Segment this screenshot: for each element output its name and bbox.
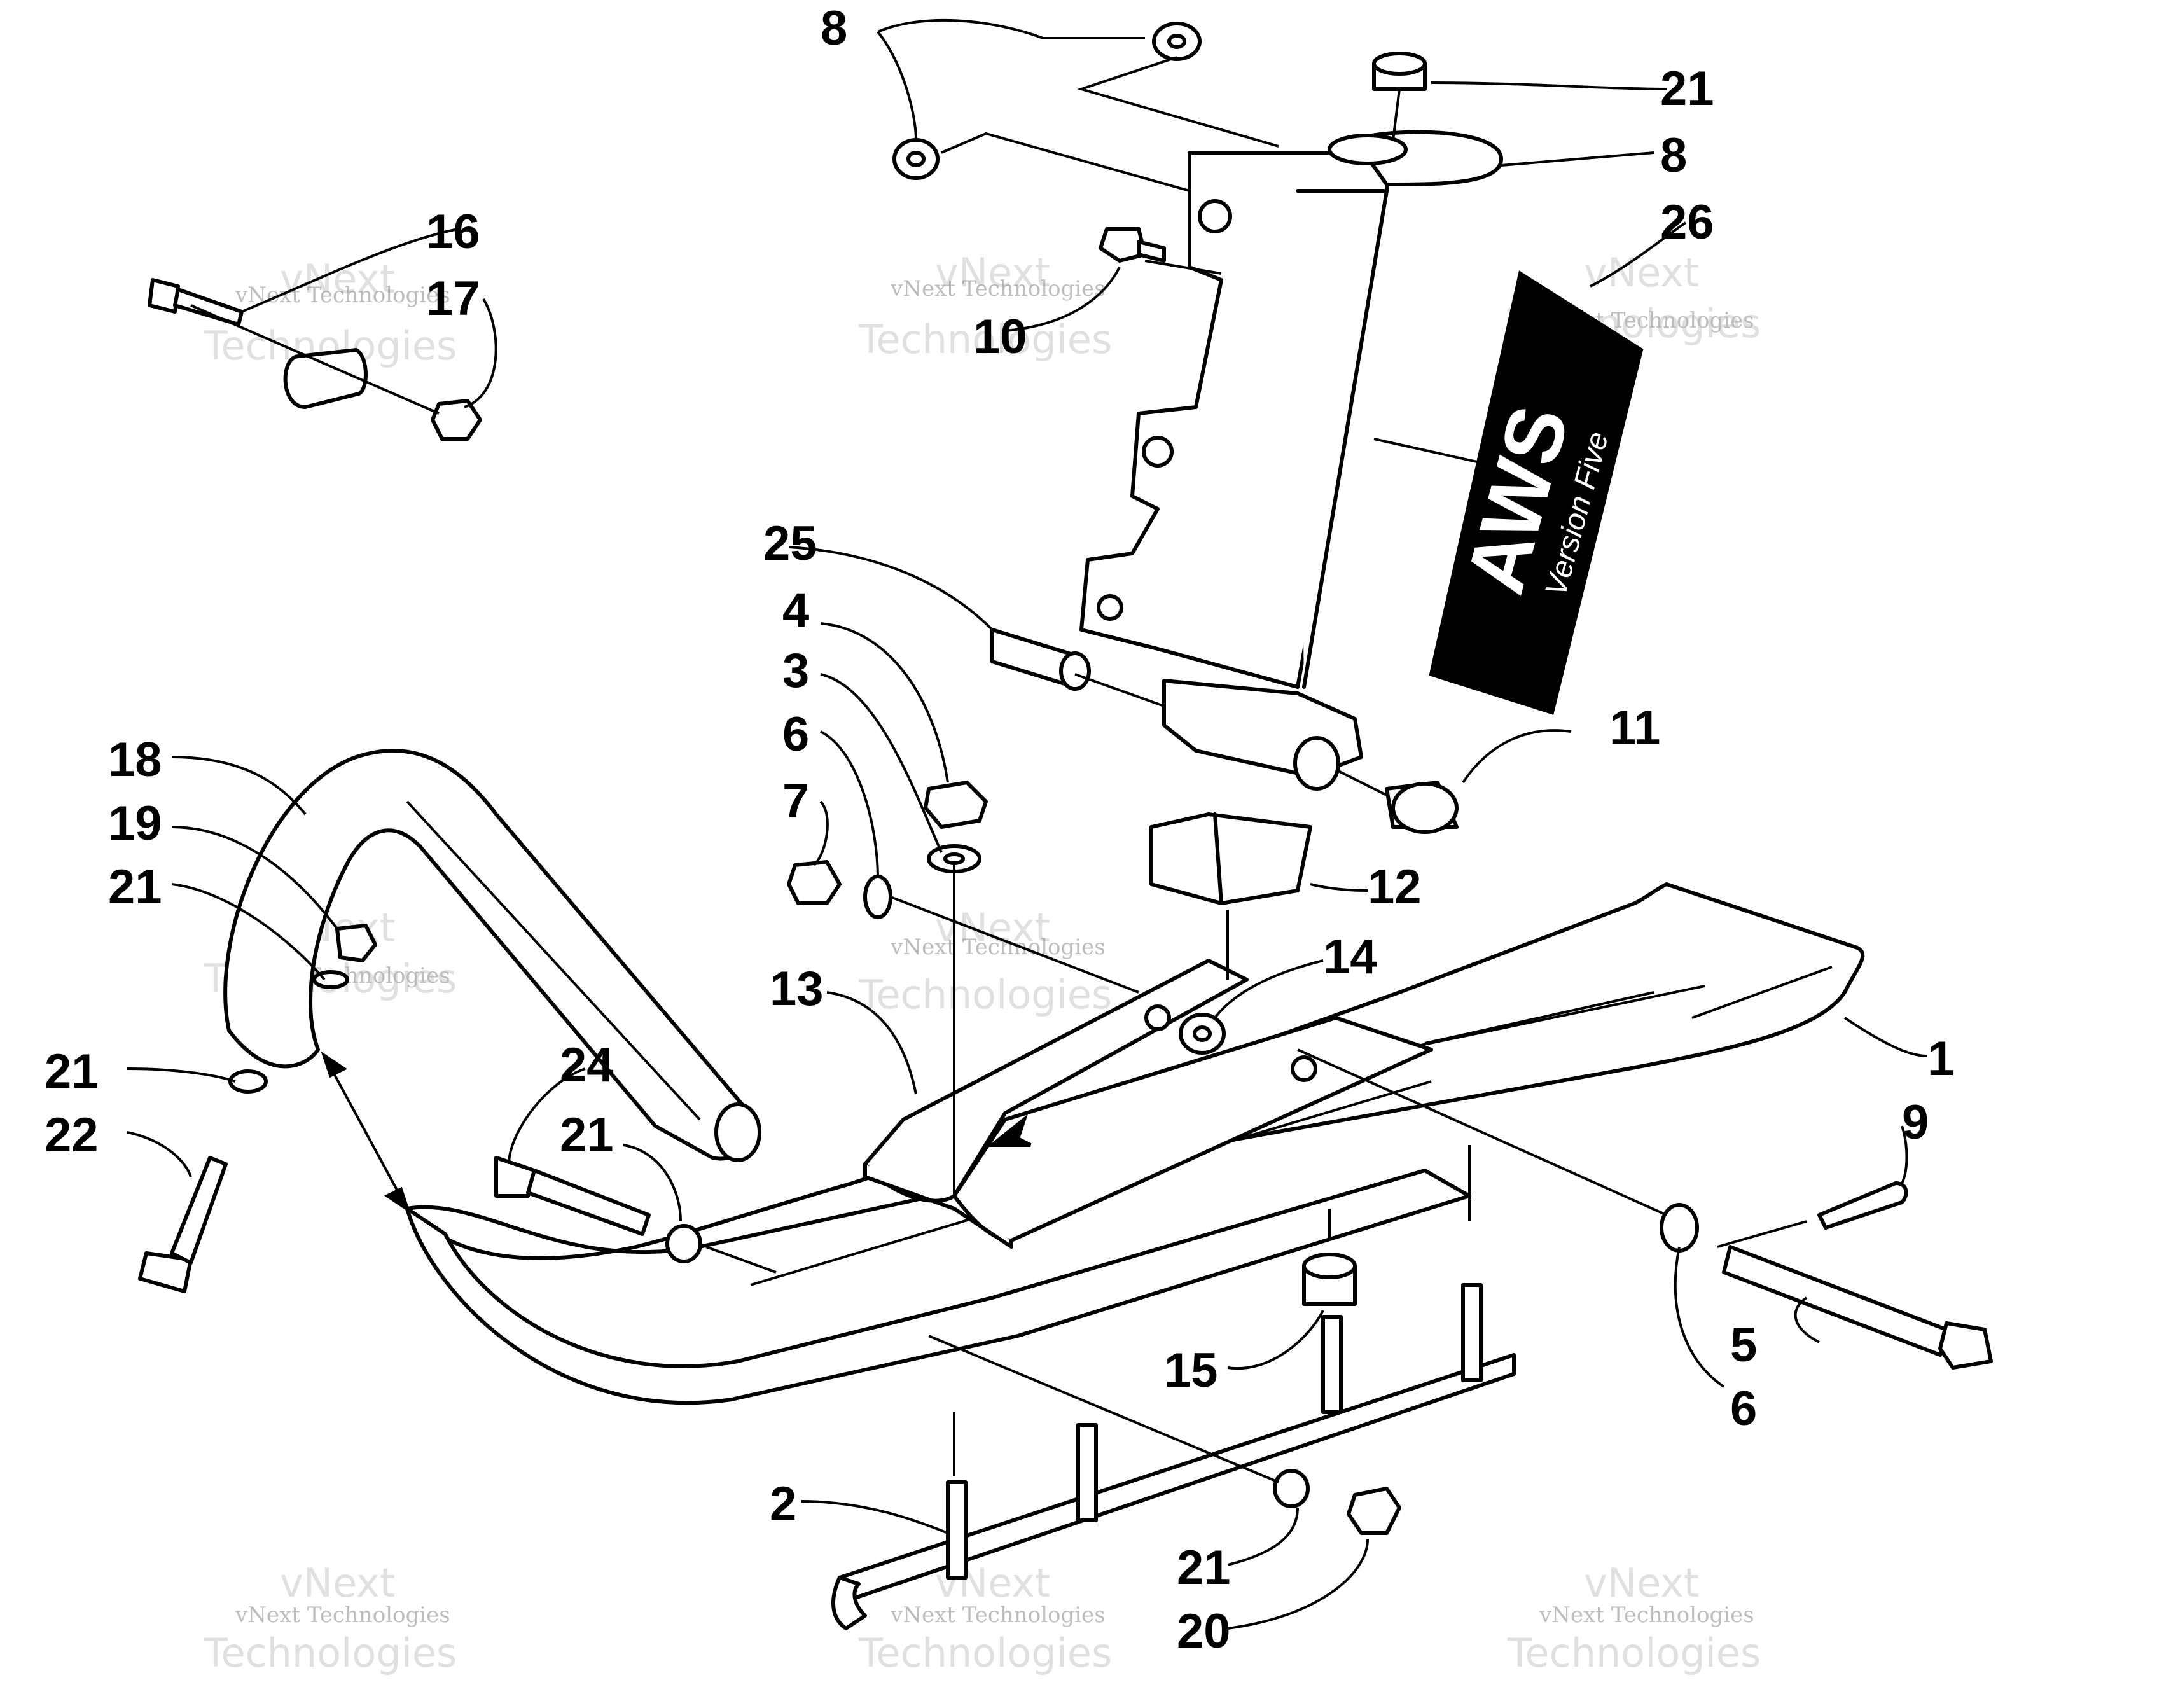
skag-stud-2 xyxy=(1076,1423,1098,1522)
rubber-block-13-part xyxy=(1149,812,1312,905)
watermark-line1: vNext xyxy=(935,249,1050,296)
leader-lines xyxy=(127,18,1928,1630)
callout-10: 8 xyxy=(821,1,847,55)
bolt-17-part xyxy=(148,278,244,326)
callout-6a: 6 xyxy=(782,707,809,761)
callout-23: 24 xyxy=(560,1038,614,1092)
watermark-full: vNext Technologies xyxy=(890,276,1106,302)
grommet-10a-part xyxy=(1152,22,1202,61)
spindle-bore xyxy=(1328,134,1408,165)
washer-6b-part xyxy=(1660,1203,1699,1253)
callout-14: 13 xyxy=(770,962,824,1016)
bushing-12-part xyxy=(1385,781,1459,834)
callout-12: 11 xyxy=(1609,701,1660,755)
watermark-line1: vNext xyxy=(1584,1560,1699,1606)
callout-20b: 20 xyxy=(1177,1604,1231,1658)
skag-part xyxy=(831,1283,1516,1630)
watermark-line2: Technologies xyxy=(1507,1630,1761,1676)
callout-24: 25 xyxy=(763,517,817,571)
saddle-arrow-icon xyxy=(987,1114,1032,1147)
ski-loop-end-hole xyxy=(714,1102,761,1162)
watermark-2: vNext vNext Technologies Technologies xyxy=(858,249,1112,363)
callout-6b: 6 xyxy=(1730,1382,1757,1436)
callout-19: 18 xyxy=(108,733,162,787)
watermark-line2: Technologies xyxy=(203,1630,457,1676)
nut-18-part xyxy=(431,399,482,441)
watermark-5: vNext vNext Technologies Technologies xyxy=(858,905,1112,1018)
watermark-full: vNext Technologies xyxy=(1539,1602,1754,1628)
callout-15: 14 xyxy=(1323,930,1377,984)
callout-11: 10 xyxy=(973,310,1027,364)
ski-saddle-part xyxy=(863,959,1433,1249)
watermark-line1: vNext xyxy=(1584,249,1699,296)
callout-21d: 21 xyxy=(108,860,162,914)
housing-hole-low xyxy=(1097,594,1123,621)
watermark-7: vNext vNext Technologies Technologies xyxy=(203,1560,457,1676)
ski-loop-part xyxy=(223,749,761,1162)
housing-fitting-hole xyxy=(1198,199,1232,233)
bracket-part xyxy=(283,348,368,409)
bolt-5-part xyxy=(1722,1245,1993,1370)
decal-26-part: AWS Version Five xyxy=(1429,270,1644,715)
callout-8: 9 xyxy=(1902,1095,1929,1149)
nut-4-part xyxy=(924,781,988,829)
skag-stud-3 xyxy=(1321,1315,1343,1414)
callout-22: 22 xyxy=(45,1108,99,1162)
nut-20b-part xyxy=(1347,1487,1401,1535)
spindle-housing-part xyxy=(1079,130,1503,689)
watermark-line1: vNext xyxy=(280,256,395,302)
bolt-23-part xyxy=(494,1156,651,1236)
watermark-line2: Technologies xyxy=(858,316,1112,363)
callout-17: 16 xyxy=(426,205,480,259)
grease-fitting-11-part xyxy=(1099,227,1166,263)
watermark-full: vNext Technologies xyxy=(890,1602,1106,1628)
watermark-9: vNext vNext Technologies Technologies xyxy=(1507,1560,1761,1676)
callout-2: 2 xyxy=(770,1477,796,1531)
saddle-hole-2 xyxy=(1291,1055,1317,1082)
skag-stud-4 xyxy=(1461,1283,1483,1382)
callout-18: 17 xyxy=(426,272,480,326)
callout-16: 15 xyxy=(1164,1343,1218,1398)
watermark-line1: vNext xyxy=(280,1560,395,1606)
cotter-pin-8-part xyxy=(1817,1181,1908,1230)
callout-labels: 8 21 8 26 10 16 17 25 4 3 6 7 11 12 14 1… xyxy=(45,1,1954,1658)
callout-4: 4 xyxy=(782,583,809,637)
spindle-lower-part xyxy=(1162,679,1363,791)
callout-26: 26 xyxy=(1660,195,1714,249)
skag-stud-1 xyxy=(946,1480,968,1580)
bushing-24-part xyxy=(990,628,1091,691)
callout-21c: 21 xyxy=(1177,1541,1231,1595)
grommet-10b-part xyxy=(892,138,940,180)
bolt-22-part xyxy=(138,1156,228,1293)
callout-1: 1 xyxy=(1927,1032,1954,1086)
callout-13: 12 xyxy=(1368,860,1422,914)
watermark-full: vNext Technologies xyxy=(235,1602,450,1628)
callout-20a: 19 xyxy=(108,796,162,851)
callout-9: 8 xyxy=(1660,128,1687,183)
washer-21b-part xyxy=(665,1224,702,1263)
washer-15-part xyxy=(1179,1013,1226,1055)
washer-21c-part xyxy=(1273,1469,1310,1508)
spindle-pivot-hole xyxy=(1293,736,1340,791)
saddle-hole-1 xyxy=(1144,1004,1171,1031)
washer-6a-part xyxy=(863,875,892,919)
spacer-16-part xyxy=(1302,1253,1357,1306)
callout-7: 7 xyxy=(782,774,809,828)
callout-25: 21 xyxy=(1660,62,1714,116)
watermark-line2: Technologies xyxy=(858,971,1112,1018)
watermark-full: vNext Technologies xyxy=(235,282,450,308)
washer-21a-part xyxy=(228,1069,268,1094)
callout-5: 5 xyxy=(1730,1318,1757,1372)
callout-3: 3 xyxy=(782,644,809,698)
nut-7-part xyxy=(787,860,842,905)
housing-hole-mid xyxy=(1142,436,1174,468)
callout-21b: 21 xyxy=(560,1108,614,1162)
nut-20a-part xyxy=(335,924,377,962)
callout-21a: 21 xyxy=(45,1045,99,1099)
watermark-line2: Technologies xyxy=(858,1630,1112,1676)
plug-25-part xyxy=(1372,52,1427,91)
